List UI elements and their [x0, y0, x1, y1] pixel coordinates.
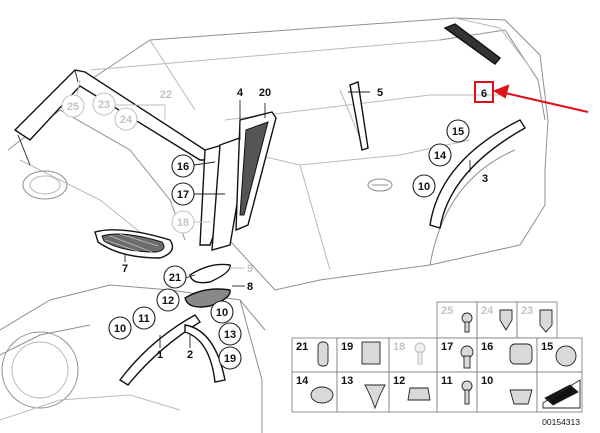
callout-23: 23	[98, 99, 110, 111]
legend-24: 24	[481, 305, 494, 317]
legend-17: 17	[441, 341, 453, 353]
legend-10: 10	[481, 375, 493, 387]
callout-25: 25	[67, 101, 79, 113]
highlight-box	[474, 81, 494, 103]
callout-12: 12	[162, 295, 174, 307]
callout-6: 6	[481, 88, 487, 100]
callout-20: 20	[259, 87, 271, 99]
callouts: 25 23 24 22 4 20 5 16 17 18 7 21 12 11 1…	[61, 81, 589, 370]
callout-1: 1	[157, 349, 163, 361]
legend-13: 13	[341, 375, 353, 387]
legend-19: 19	[341, 341, 353, 353]
callout-24: 24	[120, 114, 133, 126]
callout-9: 9	[247, 263, 253, 275]
legend-25: 25	[441, 305, 453, 317]
callout-14-rear: 14	[434, 150, 447, 162]
leader-lines	[74, 79, 471, 348]
callout-17: 17	[177, 189, 189, 201]
callout-8: 8	[247, 281, 253, 293]
legend-21: 21	[296, 341, 308, 353]
legend-11: 11	[441, 375, 453, 387]
callout-21: 21	[169, 272, 181, 284]
reference-number: 00154313	[542, 417, 580, 427]
highlight-arrow	[504, 92, 589, 113]
side-repeater-parts	[184, 263, 231, 308]
wheel-arch-trim-parts	[118, 119, 526, 386]
callout-5: 5	[377, 87, 383, 99]
legend-18: 18	[393, 341, 405, 353]
legend-12: 12	[393, 375, 405, 387]
callout-10-rear: 10	[418, 181, 430, 193]
legend-14: 14	[296, 375, 309, 387]
callout-16: 16	[177, 161, 189, 173]
callout-7: 7	[122, 263, 128, 275]
callout-18: 18	[177, 217, 189, 229]
grille-part-7	[94, 229, 174, 259]
legend-16: 16	[481, 341, 493, 353]
callout-19: 19	[224, 353, 236, 365]
callout-3: 3	[482, 173, 488, 185]
callout-11: 11	[138, 313, 150, 325]
callout-10-mid: 10	[216, 307, 228, 319]
callout-10-front: 10	[114, 323, 126, 335]
pillar-trim-parts	[199, 111, 277, 251]
fastener-legend: 25 24 23 21 19 18 17 16 15 14 13 12	[291, 301, 583, 427]
callout-15: 15	[452, 126, 464, 138]
legend-23: 23	[521, 305, 533, 317]
legend-15: 15	[541, 341, 553, 353]
callout-22: 22	[160, 89, 172, 101]
callout-2: 2	[187, 349, 193, 361]
windscreen-frame-part	[13, 69, 214, 166]
callout-4: 4	[237, 87, 244, 99]
callout-13: 13	[224, 329, 236, 341]
trim-strip-parts	[349, 23, 502, 151]
